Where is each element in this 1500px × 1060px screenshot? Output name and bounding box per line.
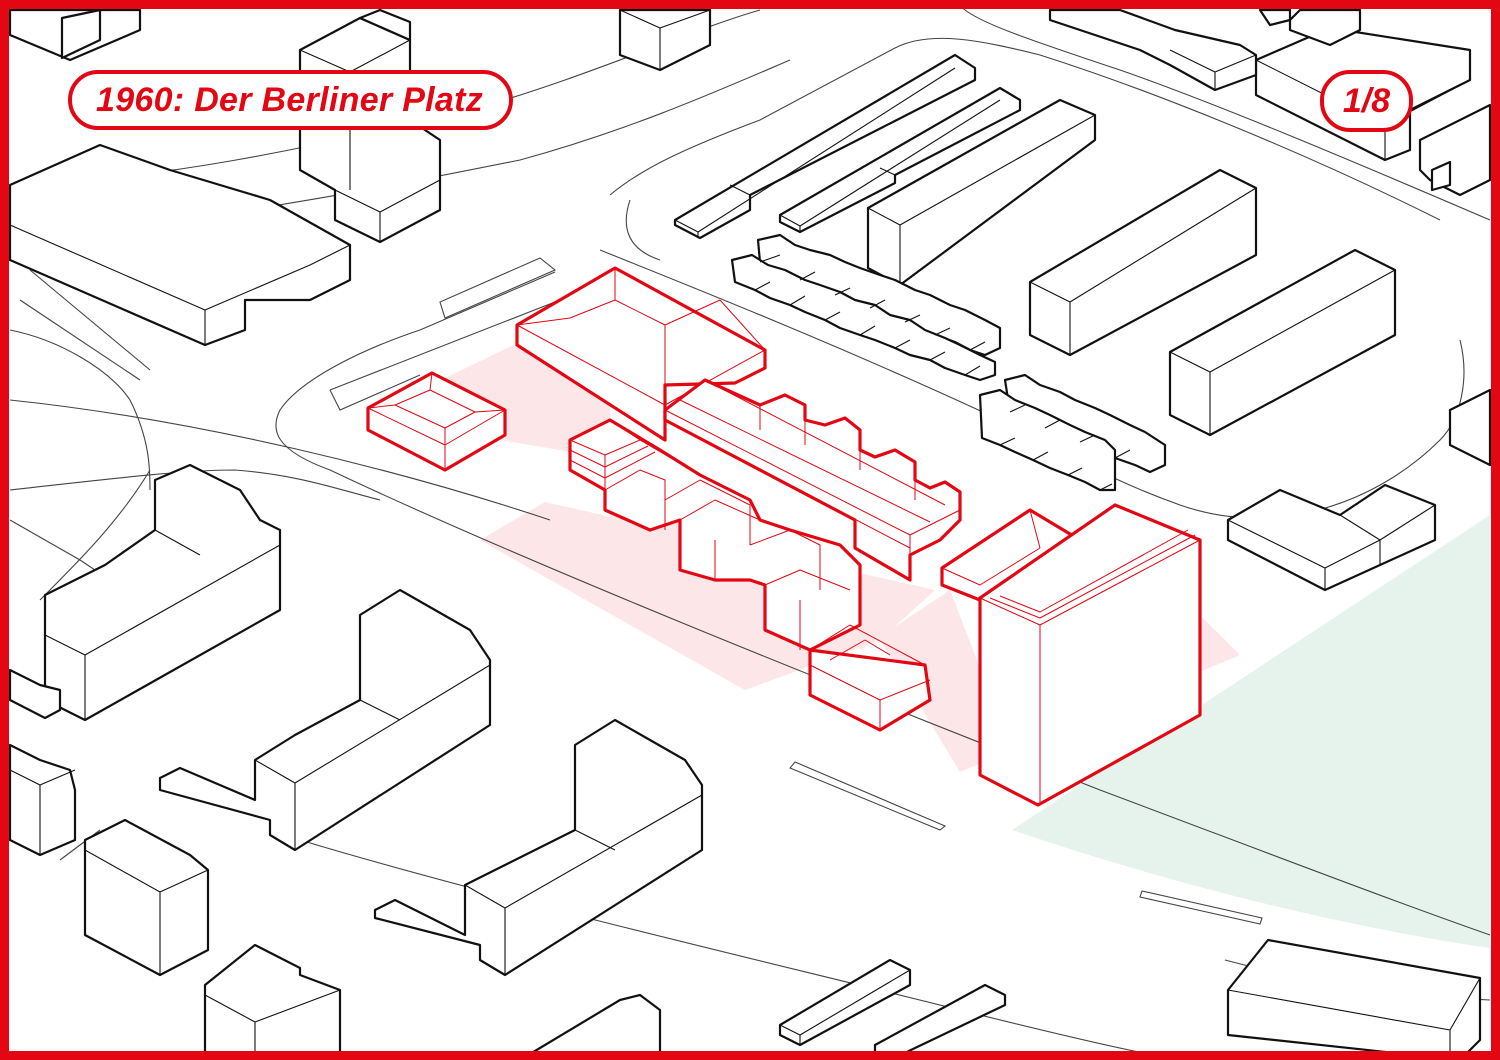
building (298, 16, 442, 244)
building (8, 743, 77, 857)
building (1048, 8, 1258, 92)
building (873, 983, 1007, 1060)
building (518, 993, 662, 1060)
building (1226, 483, 1437, 592)
main-hall-building (515, 266, 767, 442)
building (866, 98, 1097, 287)
building (1448, 388, 1492, 467)
park-area (1012, 515, 1490, 948)
page-indicator-badge[interactable]: 1/8 (1320, 70, 1413, 132)
building (1258, 8, 1292, 27)
building (83, 818, 210, 977)
building (373, 718, 704, 977)
building (1168, 248, 1397, 437)
title-badge: 1960: Der Berliner Platz (68, 70, 514, 130)
building (43, 463, 282, 722)
page-indicator: 1/8 (1342, 81, 1391, 120)
building (358, 8, 412, 42)
high-rise-tower (978, 503, 1202, 807)
building (1430, 160, 1452, 192)
page-title: 1960: Der Berliner Platz (96, 80, 484, 119)
building (158, 588, 492, 852)
building (203, 943, 342, 1060)
berliner-platz-buildings (366, 266, 1202, 807)
building (1028, 168, 1258, 357)
surrounding-buildings (8, 8, 1492, 1060)
building (8, 143, 352, 347)
building (778, 958, 912, 1047)
terraced-rows (730, 233, 1167, 492)
building (1226, 938, 1482, 1060)
building (8, 668, 62, 720)
building (1288, 8, 1362, 47)
road-network (9, 4, 1491, 1060)
building (1418, 103, 1492, 197)
building (618, 8, 712, 72)
building (60, 8, 102, 60)
